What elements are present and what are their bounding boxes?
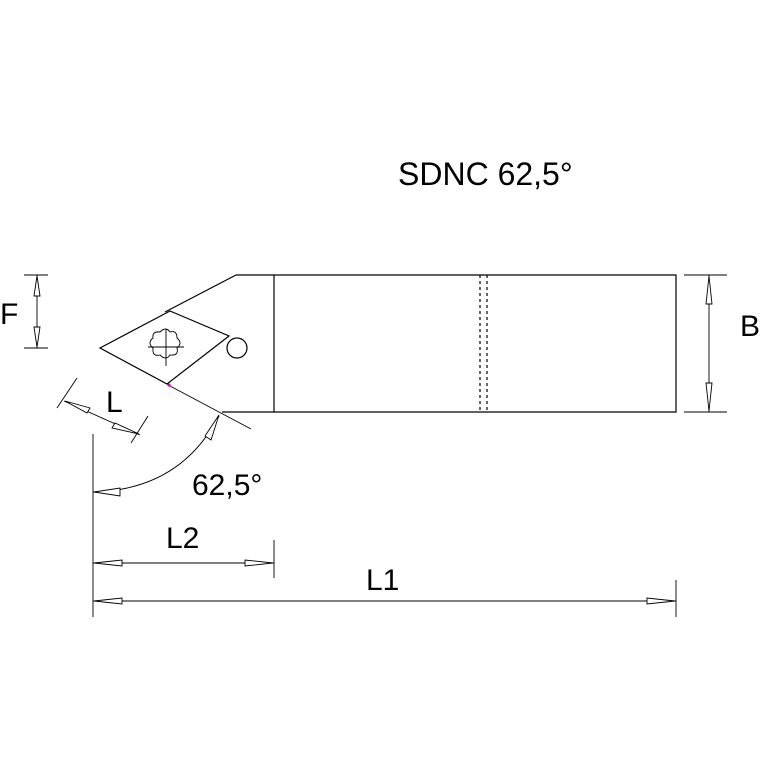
label-angle: 62,5° (192, 469, 262, 502)
dimension-angle: 62,5° (92, 414, 262, 617)
drawing-title: SDNC 62,5° (398, 156, 573, 192)
label-l2: L2 (166, 522, 199, 555)
holder-shank (236, 274, 677, 413)
label-l1: L1 (366, 564, 399, 597)
cutting-insert (98, 310, 248, 385)
holder-head (164, 274, 274, 413)
clamp-screw-icon (148, 328, 184, 366)
dimension-l1: L1 (93, 564, 677, 617)
label-f: F (0, 298, 18, 331)
dimension-b: B (684, 274, 760, 413)
label-l: L (106, 386, 123, 419)
dimension-l2: L2 (93, 522, 275, 578)
cutting-edge-line (167, 383, 252, 430)
tool-tip-point (167, 383, 171, 387)
dimension-f: F (0, 274, 48, 349)
label-b: B (740, 310, 760, 343)
dimension-l: L (56, 377, 149, 444)
